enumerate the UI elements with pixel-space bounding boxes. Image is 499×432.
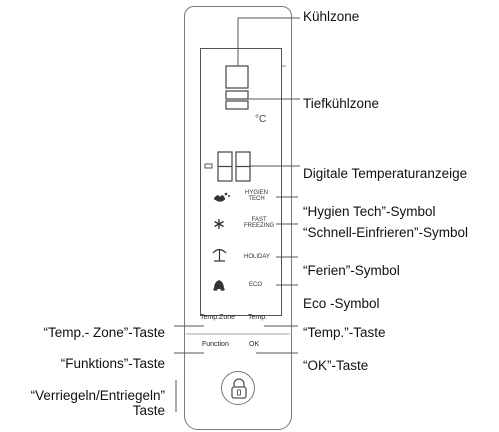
lock-unlock-button[interactable] (221, 371, 255, 405)
label-funktions-taste: “Funktions”-Taste (60, 356, 165, 371)
freezer-zone-indicator (225, 90, 249, 100)
display-window (200, 48, 282, 316)
temp-button[interactable]: Temp. (248, 314, 268, 321)
callout-line-kuehlzone (237, 17, 300, 66)
label-temp-taste: “Temp.”-Taste (303, 325, 386, 340)
snowflake-icon (214, 219, 224, 229)
temperature-digits (217, 151, 251, 182)
label-kuehlzone: Kühlzone (303, 9, 360, 24)
mode-label-hygien: HYGIEN TECH (245, 190, 269, 202)
mode-label-eco: ECO (249, 282, 263, 288)
leaf-icon (213, 280, 225, 291)
label-ok-taste: “OK”-Taste (303, 358, 369, 373)
label-temperaturanzeige: Digitale Temperaturanzeige (303, 166, 468, 181)
label-ferien: “Ferien”-Symbol (303, 263, 400, 278)
hygien-tech-icon (213, 192, 230, 202)
label-schnell-einfrieren: “Schnell-Einfrieren”-Symbol (303, 225, 469, 240)
beach-umbrella-icon (212, 248, 227, 262)
ok-button[interactable]: OK (249, 341, 260, 348)
label-hygien-tech: “Hygien Tech”-Symbol (303, 204, 436, 219)
padlock-icon (231, 378, 247, 399)
fridge-zone-indicator (225, 65, 249, 89)
label-temp-zone-taste: “Temp.- Zone”-Taste (43, 325, 165, 340)
mode-label-fast: FAST FREEZING (244, 217, 275, 229)
minus-segment (204, 163, 213, 169)
label-verriegeln: “Verriegeln/Entriegeln” Taste (30, 388, 165, 418)
temp-zone-button[interactable]: Temp.Zone (200, 314, 236, 321)
degree-unit: °C (255, 114, 267, 125)
label-tiefkuehlzone: Tiefkühlzone (303, 96, 380, 111)
label-eco: Eco -Symbol (303, 296, 380, 311)
function-button[interactable]: Function (202, 341, 229, 348)
mode-label-holiday: HOLIDAY (244, 254, 270, 260)
